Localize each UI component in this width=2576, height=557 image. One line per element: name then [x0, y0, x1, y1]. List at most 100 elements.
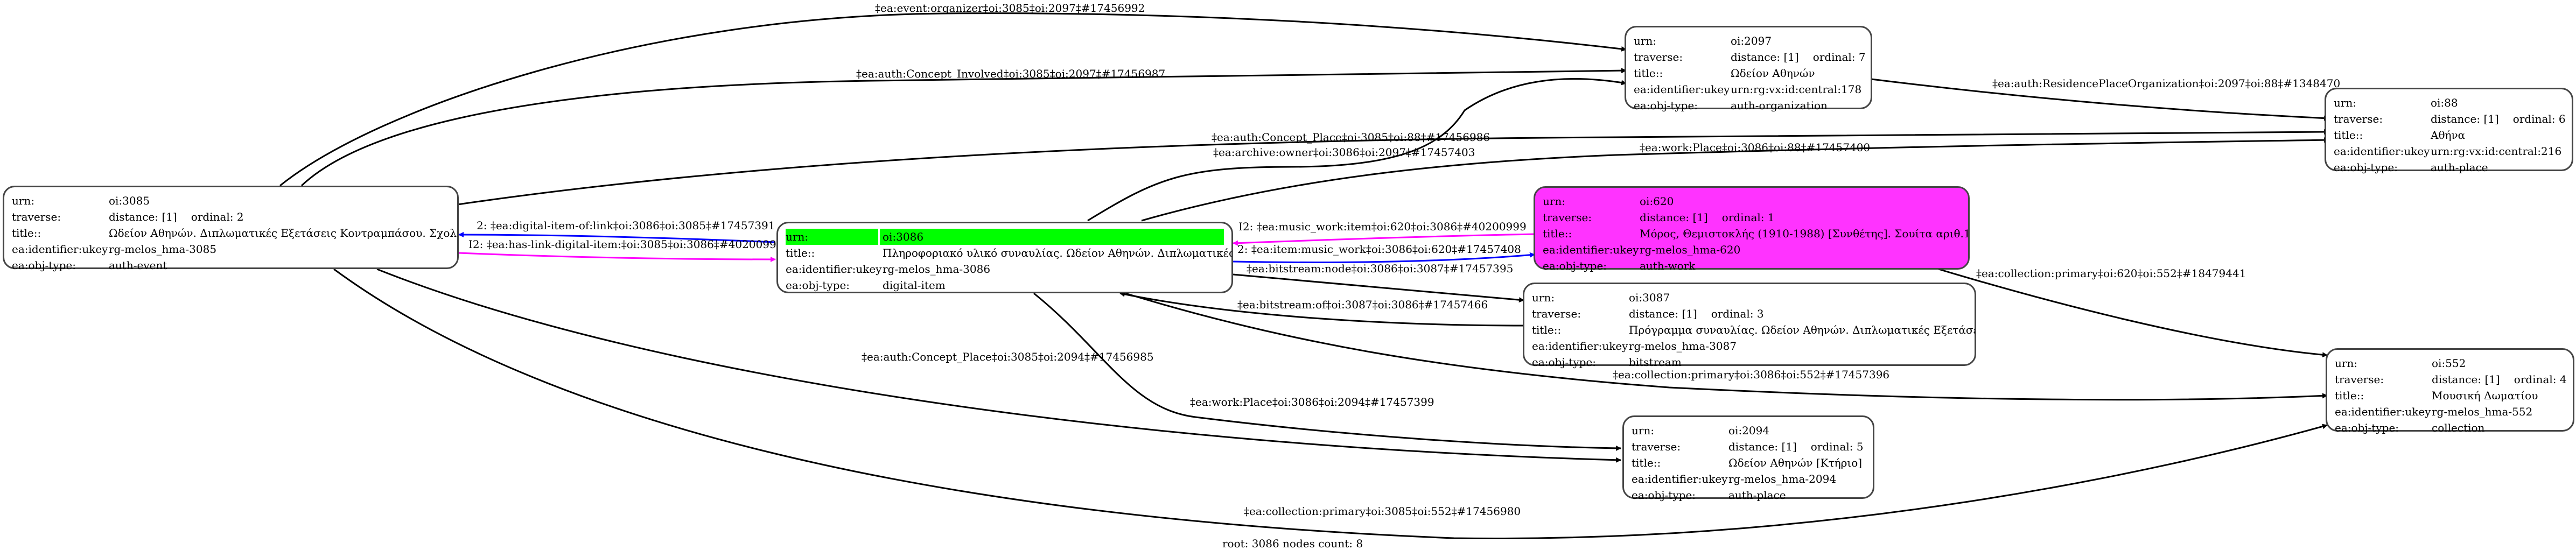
field-value: rg-melos_hma-3087: [1629, 340, 1737, 352]
field-key: traverse:: [2334, 112, 2383, 125]
edge-3086-2097-owner[interactable]: [1087, 78, 1627, 222]
edge-label: ‡ea:archive:owner‡oi:3086‡oi:2097‡#17457…: [1213, 146, 1475, 159]
field-key: ea:identifier:ukey: [2334, 145, 2430, 158]
edge-620-3086-musicworkitem[interactable]: [1233, 233, 1535, 246]
ordinal-value: ordinal: 4: [2514, 373, 2567, 386]
field-value: Ωδείον Αθηνών: [1731, 67, 1815, 80]
field-key: traverse:: [1632, 440, 1681, 453]
field-value: auth-event: [109, 259, 167, 272]
edge-3086-2094-workplace[interactable]: [1033, 292, 1621, 451]
field-value: oi:2094: [1728, 424, 1770, 437]
graph-node[interactable]: urn:oi:88 traverse:distance: [1]ordinal:…: [2325, 88, 2573, 174]
field-key: urn:: [786, 229, 880, 245]
edge-label: 2: ‡ea:item:music_work‡oi:3086‡oi:620‡#1…: [1237, 243, 1521, 256]
field-key: ea:identifier:ukey: [2335, 405, 2431, 418]
edge-3085-552-collection[interactable]: [333, 268, 2328, 539]
graph-node[interactable]: urn:oi:3087 traverse:distance: [1]ordina…: [1523, 283, 1976, 369]
edge-3086-620-itemmusicwork[interactable]: [1233, 252, 1535, 263]
field-value: oi:3087: [1629, 291, 1670, 304]
ordinal-value: ordinal: 3: [1711, 307, 1764, 320]
field-key: urn:: [1543, 195, 1566, 208]
field-value: oi:552: [2432, 357, 2466, 370]
field-key: traverse:: [1532, 307, 1581, 320]
field-value: Μουσική Δωματίου: [2432, 389, 2538, 402]
edge-label: ‡ea:auth:ResidencePlaceOrganization‡oi:2…: [1992, 77, 2341, 90]
field-key: title::: [1634, 67, 1663, 80]
edge-label: ‡ea:collection:primary‡oi:620‡oi:552‡#18…: [1976, 267, 2246, 280]
edge-label: ‡ea:event:organizer‡oi:3085‡oi:2097‡#174…: [875, 2, 1145, 15]
edge-label: ‡ea:auth:Concept_Place‡oi:3085‡oi:2094‡#…: [862, 350, 1154, 363]
graph-node[interactable]: urn:oi:2094 traverse:distance: [1]ordina…: [1622, 415, 1874, 502]
field-value: Αθήνα: [2431, 129, 2466, 142]
field-key: ea:obj-type:: [2334, 161, 2398, 174]
graph-node[interactable]: urn:oi:2097 traverse:distance: [1]ordina…: [1625, 26, 1872, 112]
field-key: title::: [786, 246, 815, 259]
edge-3086-3087-bitstreamnode[interactable]: [1233, 273, 1524, 303]
field-value: urn:rg:vx:id:central:178: [1731, 83, 1862, 96]
field-key: traverse:: [2335, 373, 2384, 386]
edge-3087-3086-bitstreamof[interactable]: [1119, 291, 1524, 327]
field-key: title::: [1632, 456, 1661, 469]
field-value: rg-melos_hma-2094: [1728, 473, 1837, 485]
field-key: ea:identifier:ukey: [12, 243, 108, 256]
edge-3085-3086-haslink[interactable]: [458, 252, 776, 262]
field-value: oi:3085: [109, 194, 150, 207]
edge-3086-88-workplace[interactable]: [1141, 137, 2329, 222]
edge-label: ‡ea:bitstream:node‡oi:3086‡oi:3087‡#1745…: [1247, 262, 1514, 275]
edge-3085-2097-organizer[interactable]: [279, 12, 1627, 187]
edge-label: ‡ea:bitstream:of‡oi:3087‡oi:3086‡#174574…: [1237, 298, 1488, 311]
field-key: ea:identifier:ukey: [1532, 340, 1628, 352]
field-key: urn:: [12, 194, 35, 207]
edge-label: I2: ‡ea:has-link-digital-item:‡oi:3085‡o…: [468, 238, 783, 251]
field-value: collection: [2432, 421, 2485, 434]
field-value: rg-melos_hma-552: [2432, 405, 2533, 418]
field-value: auth-place: [2431, 161, 2488, 174]
ordinal-value: ordinal: 6: [2512, 112, 2566, 125]
field-key: title::: [1543, 227, 1572, 240]
edge-label: I2: ‡ea:music_work:item‡oi:620‡oi:3086‡#…: [1238, 220, 1527, 233]
field-key: title::: [1532, 323, 1562, 336]
graph-node[interactable]: urn:oi:3085 traverse:distance: [1]ordina…: [3, 186, 459, 272]
distance-value: distance: [1]: [2432, 373, 2500, 386]
ordinal-value: ordinal: 7: [1812, 51, 1866, 64]
field-key: ea:obj-type:: [1543, 259, 1607, 272]
field-value: oi:3086: [883, 230, 924, 243]
field-value: auth-work: [1640, 259, 1696, 272]
edge-3085-2094-place[interactable]: [376, 268, 1621, 463]
ordinal-value: ordinal: 2: [191, 210, 244, 223]
field-key: ea:identifier:ukey: [1543, 243, 1639, 256]
field-key: traverse:: [1543, 211, 1592, 224]
field-key: ea:identifier:ukey: [786, 263, 882, 276]
field-value: rg-melos_hma-620: [1640, 243, 1741, 256]
graph-node-highlighted[interactable]: urn:oi:620 traverse:distance: [1]ordinal…: [1534, 186, 1970, 272]
graph-node[interactable]: urn: oi:552 traverse: distance: [1] ordinal…: [2326, 348, 2574, 434]
distance-value: distance: [1]: [2431, 112, 2499, 125]
field-value: auth-place: [1728, 489, 1786, 502]
field-key: title::: [2334, 129, 2363, 142]
distance-value: distance: [1]: [1640, 211, 1708, 224]
distance-value: distance: [1]: [109, 210, 177, 223]
graph-node-root[interactable]: urn:oi:3086 title::Πληροφοριακό υλικό συ…: [776, 222, 1233, 293]
field-value: oi:620: [1640, 195, 1674, 208]
edge-label: ‡ea:collection:primary‡oi:3085‡oi:552‡#1…: [1244, 505, 1521, 518]
edge-3085-2097-involved[interactable]: [300, 68, 1627, 187]
edge-3085-88-place[interactable]: [457, 129, 2329, 206]
field-value: urn:rg:vx:id:central:216: [2431, 145, 2562, 158]
field-key: ea:obj-type:: [786, 279, 850, 292]
edge-3086-3085-digitalitemof[interactable]: [458, 232, 776, 243]
edge-2097-88[interactable]: [1871, 78, 2329, 121]
edge-label: ‡ea:auth:Concept_Involved‡oi:3085‡oi:209…: [856, 67, 1166, 80]
field-key: urn:: [2334, 96, 2357, 109]
field-key: traverse:: [1634, 51, 1683, 64]
field-value: Μόρος, Θεμιστοκλής (1910-1988) [Συνθέτης…: [1640, 227, 1968, 240]
field-key: urn:: [2335, 357, 2358, 370]
edge-label: 2: ‡ea:digital-item-of:link‡oi:3086‡oi:3…: [477, 219, 775, 232]
field-key: ea:obj-type:: [1532, 356, 1597, 369]
edge-3086-552-collection[interactable]: [1125, 292, 2328, 401]
field-value: Ωδείον Αθηνών. Διπλωματικές Εξετάσεις Κο…: [109, 227, 457, 239]
distance-value: distance: [1]: [1731, 51, 1799, 64]
edge-620-552[interactable]: [1938, 268, 2328, 358]
edge-label: ‡ea:collection:primary‡oi:3086‡oi:552‡#1…: [1613, 368, 1890, 381]
field-key: ea:obj-type:: [1632, 489, 1696, 502]
